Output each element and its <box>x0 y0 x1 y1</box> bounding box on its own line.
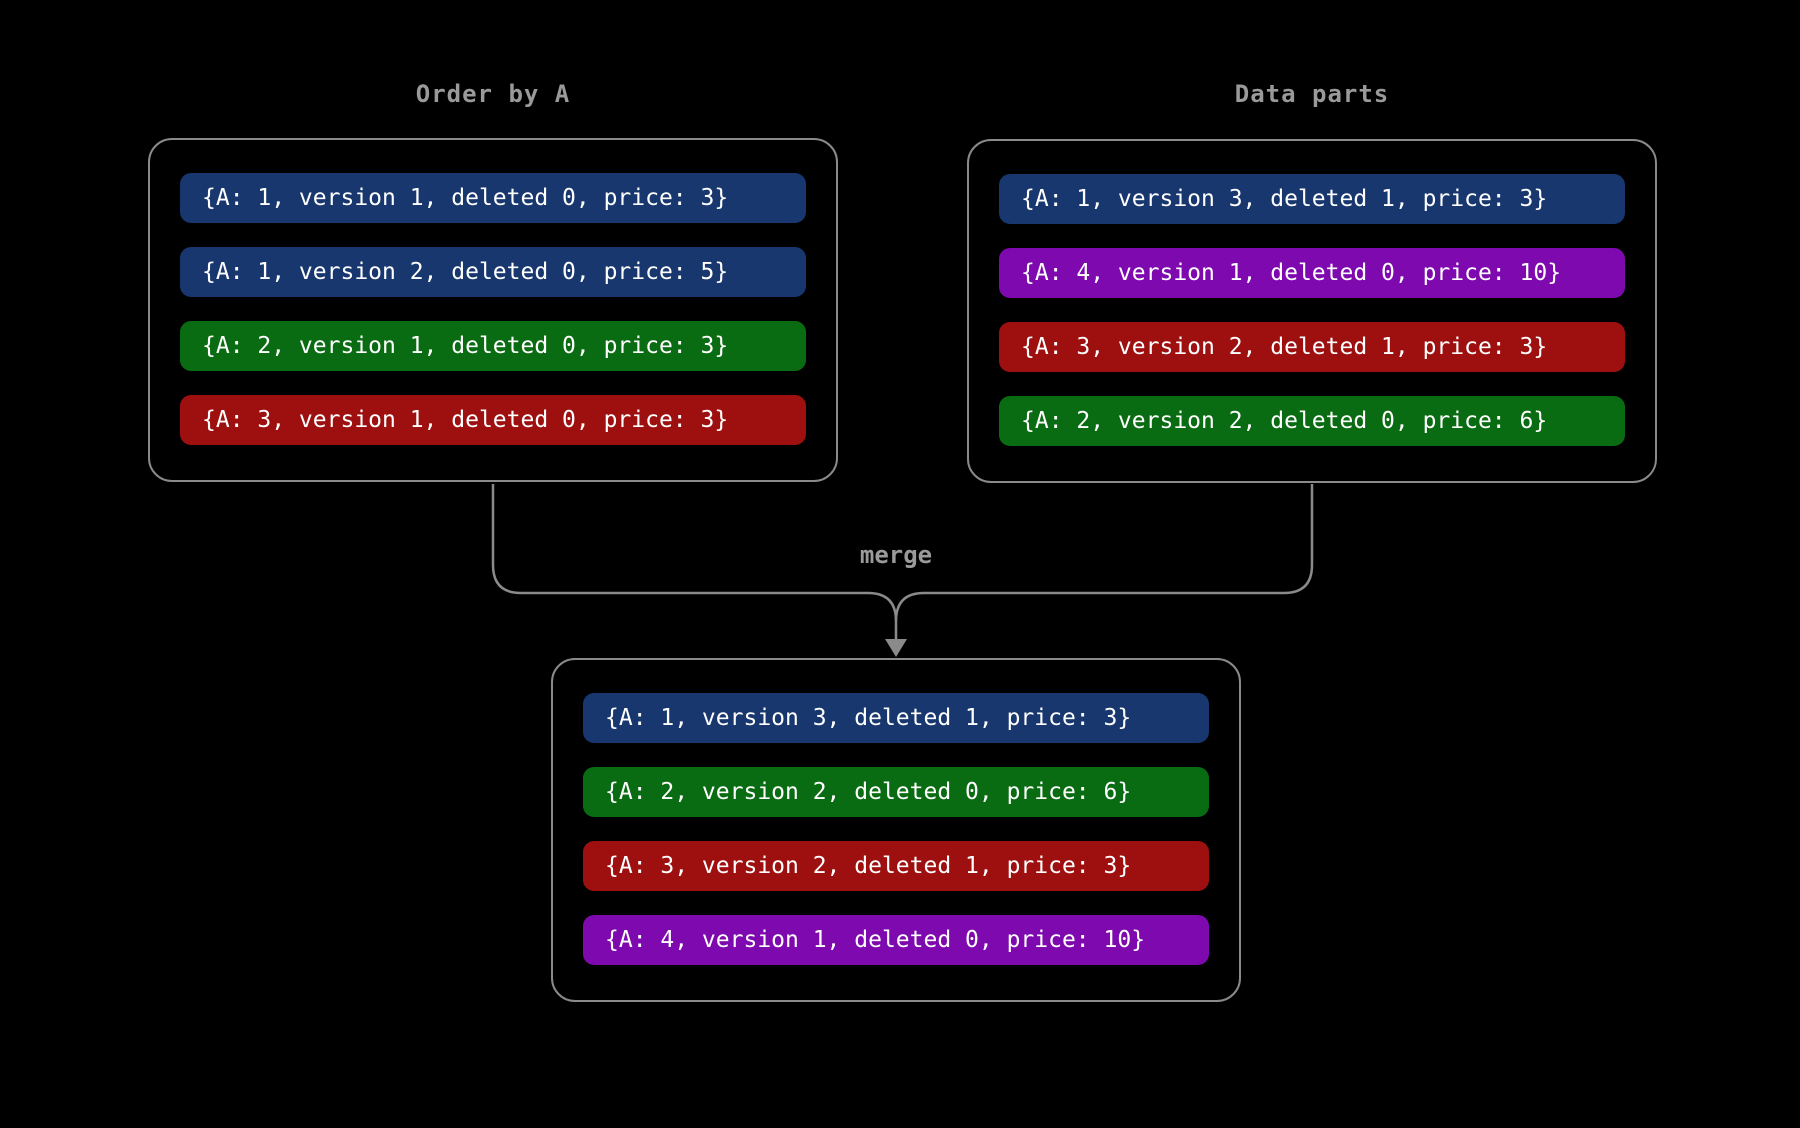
data-row: {A: 1, version 3, deleted 1, price: 3} <box>583 693 1209 743</box>
data-row: {A: 2, version 1, deleted 0, price: 3} <box>180 321 806 371</box>
merge-label: merge <box>859 541 933 569</box>
data-row: {A: 2, version 2, deleted 0, price: 6} <box>999 396 1625 446</box>
data-parts-group-box: {A: 1, version 3, deleted 1, price: 3} {… <box>967 139 1657 483</box>
data-row: {A: 2, version 2, deleted 0, price: 6} <box>583 767 1209 817</box>
merged-result-group-box: {A: 1, version 3, deleted 1, price: 3} {… <box>551 658 1241 1002</box>
data-row: {A: 3, version 2, deleted 1, price: 3} <box>583 841 1209 891</box>
data-row: {A: 4, version 1, deleted 0, price: 10} <box>999 248 1625 298</box>
data-row: {A: 1, version 1, deleted 0, price: 3} <box>180 173 806 223</box>
data-row: {A: 1, version 2, deleted 0, price: 5} <box>180 247 806 297</box>
data-row: {A: 3, version 1, deleted 0, price: 3} <box>180 395 806 445</box>
group-title-order-by-a: Order by A <box>415 80 571 108</box>
order-by-a-group-box: {A: 1, version 1, deleted 0, price: 3} {… <box>148 138 838 482</box>
group-title-data-parts: Data parts <box>1234 80 1390 108</box>
data-row: {A: 3, version 2, deleted 1, price: 3} <box>999 322 1625 372</box>
arrow-head-icon <box>885 639 907 657</box>
data-row: {A: 4, version 1, deleted 0, price: 10} <box>583 915 1209 965</box>
data-row: {A: 1, version 3, deleted 1, price: 3} <box>999 174 1625 224</box>
